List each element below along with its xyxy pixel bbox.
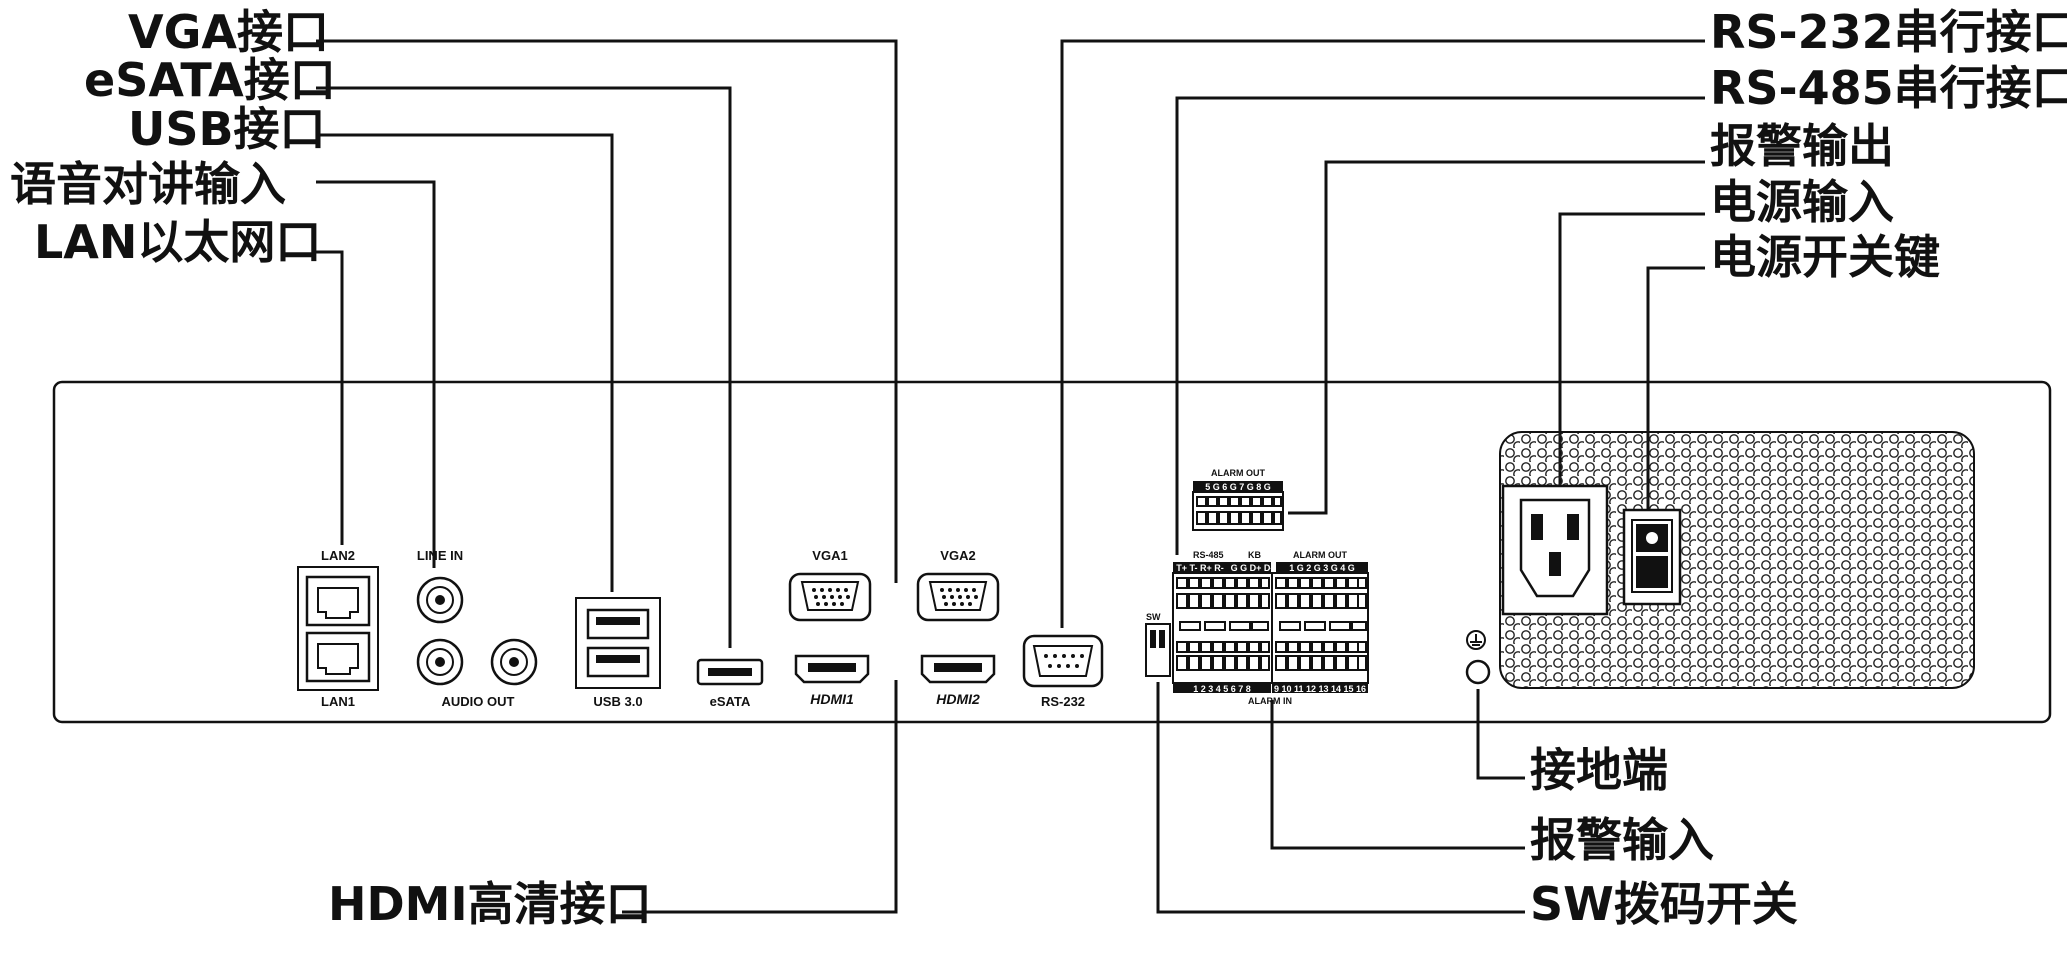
callout-ground: 接地端 — [1530, 743, 1668, 797]
callout-esata: eSATA接口 — [84, 53, 336, 107]
pins-alarm-out-right: 1 G 2 G 3 G 4 G — [1289, 563, 1355, 573]
callout-rs232: RS-232串行接口 — [1710, 5, 2067, 59]
pins-alarm-in-right: 9 10 11 12 13 14 15 16 — [1274, 684, 1366, 694]
vga-ports: VGA1 VGA2 — [788, 548, 1000, 622]
leader-vga — [316, 39, 898, 583]
callout-sw-dip: SW拨码开关 — [1530, 877, 1798, 931]
label-vga1: VGA1 — [812, 548, 847, 563]
sw-dip-switch — [1145, 623, 1171, 677]
pins-alarm-out-top: 5 G 6 G 7 G 8 G — [1205, 482, 1271, 492]
label-sw: SW — [1146, 612, 1161, 622]
callout-usb: USB接口 — [128, 102, 326, 156]
leader-audio-talk-in — [316, 180, 436, 568]
label-usb30: USB 3.0 — [593, 694, 642, 709]
pins-kb: G G D+ D- — [1231, 563, 1274, 573]
label-lan1: LAN1 — [321, 694, 355, 709]
leader-power-in — [1558, 212, 1705, 498]
label-vga2: VGA2 — [940, 548, 975, 563]
psu-vent-grille — [1499, 431, 1975, 689]
callout-audio-talk-in: 语音对讲输入 — [10, 157, 286, 211]
leader-hdmi — [622, 680, 898, 914]
usb-ports: USB 3.0 — [575, 597, 661, 709]
callout-alarm-in: 报警输入 — [1530, 813, 1714, 867]
callout-lan: LAN以太网口 — [34, 215, 321, 269]
label-lan2: LAN2 — [321, 548, 355, 563]
pins-alarm-in-left: 1 2 3 4 5 6 7 8 — [1193, 684, 1251, 694]
rs232-port: RS-232 — [1022, 634, 1104, 709]
leader-sw-dip — [1156, 682, 1525, 914]
leader-ground — [1476, 689, 1525, 780]
hdmi-ports: HDMI1 HDMI2 — [794, 654, 996, 707]
leader-rs232 — [1060, 39, 1705, 628]
leader-usb — [316, 133, 614, 592]
callout-hdmi: HDMI高清接口 — [328, 877, 652, 931]
label-rs485: RS-485 — [1193, 550, 1224, 560]
label-alarm-out-right: ALARM OUT — [1293, 550, 1347, 560]
ground-terminal — [1465, 630, 1491, 685]
audio-jacks: LINE IN AUDIO OUT — [416, 548, 538, 709]
label-kb: KB — [1248, 550, 1261, 560]
label-rs232: RS-232 — [1041, 694, 1085, 709]
label-esata: eSATA — [710, 694, 751, 709]
leader-alarm-out — [1288, 160, 1705, 515]
label-hdmi1: HDMI1 — [810, 691, 854, 707]
esata-port: eSATA — [696, 658, 764, 709]
label-alarm-in: ALARM IN — [1248, 696, 1292, 706]
label-alarm-out-top: ALARM OUT — [1211, 468, 1265, 478]
power-switch — [1622, 508, 1682, 606]
label-audio-out: AUDIO OUT — [442, 694, 515, 709]
leader-alarm-in — [1270, 700, 1525, 850]
label-line-in: LINE IN — [417, 548, 463, 563]
callout-vga: VGA接口 — [128, 5, 329, 59]
callout-rs485: RS-485串行接口 — [1710, 61, 2067, 115]
callout-power-switch: 电源开关键 — [1710, 230, 1940, 284]
pins-rs485: T+ T- R+ R- — [1176, 563, 1224, 573]
callout-alarm-out: 报警输出 — [1710, 119, 1894, 173]
terminal-block-area: ALARM OUT 5 G 6 G 7 G 8 G RS-485 KB ALAR… — [1145, 468, 1369, 706]
label-hdmi2: HDMI2 — [936, 691, 980, 707]
leader-esata — [316, 86, 732, 648]
lan-ports: LAN2 LAN1 — [297, 548, 379, 709]
leader-rs485 — [1175, 96, 1705, 555]
power-inlet — [1501, 484, 1609, 616]
leader-lan — [316, 250, 344, 545]
callout-power-in: 电源输入 — [1710, 175, 1894, 229]
